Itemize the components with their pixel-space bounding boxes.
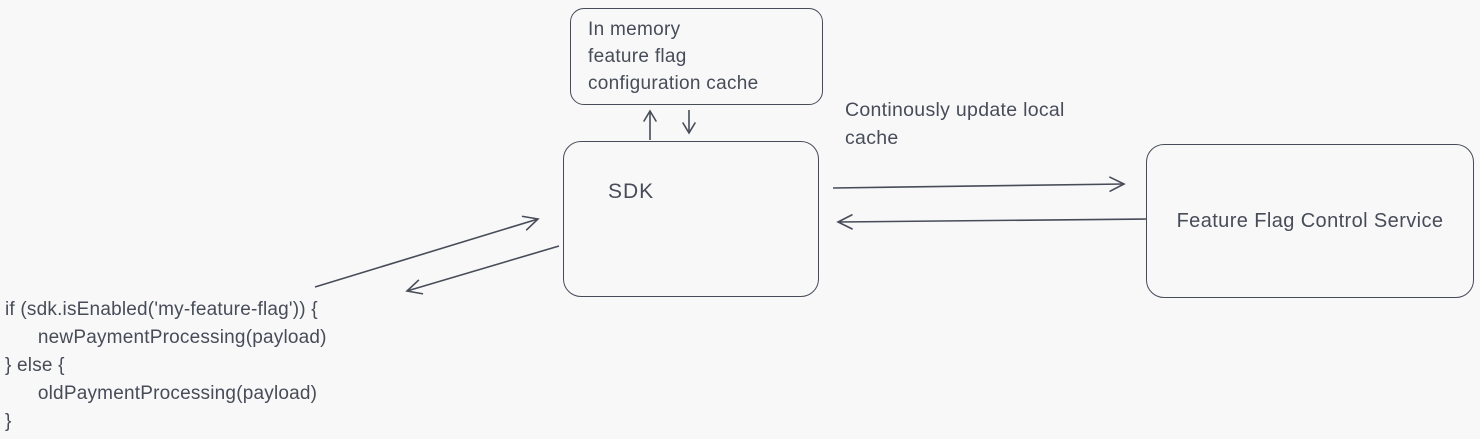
service-to-sdk-arrow[interactable] xyxy=(836,214,1147,230)
sdk-label: SDK xyxy=(608,180,655,203)
code-to-sdk-arrow[interactable] xyxy=(314,215,540,288)
memory-cache-label: In memory feature flag configuration cac… xyxy=(588,19,759,94)
sdk-to-service-arrow[interactable] xyxy=(832,176,1126,192)
node-sdk[interactable]: SDK xyxy=(563,141,819,297)
node-memory-cache[interactable]: In memory feature flag configuration cac… xyxy=(570,8,823,105)
sdk-to-code-arrow[interactable] xyxy=(405,245,560,295)
node-control-service[interactable]: Feature Flag Control Service xyxy=(1146,144,1474,298)
code-snippet[interactable]: if (sdk.isEnabled('my-feature-flag')) { … xyxy=(5,299,327,432)
control-service-label: Feature Flag Control Service xyxy=(1176,209,1444,232)
update-cache-label[interactable]: Continously update local cache xyxy=(845,99,1065,149)
